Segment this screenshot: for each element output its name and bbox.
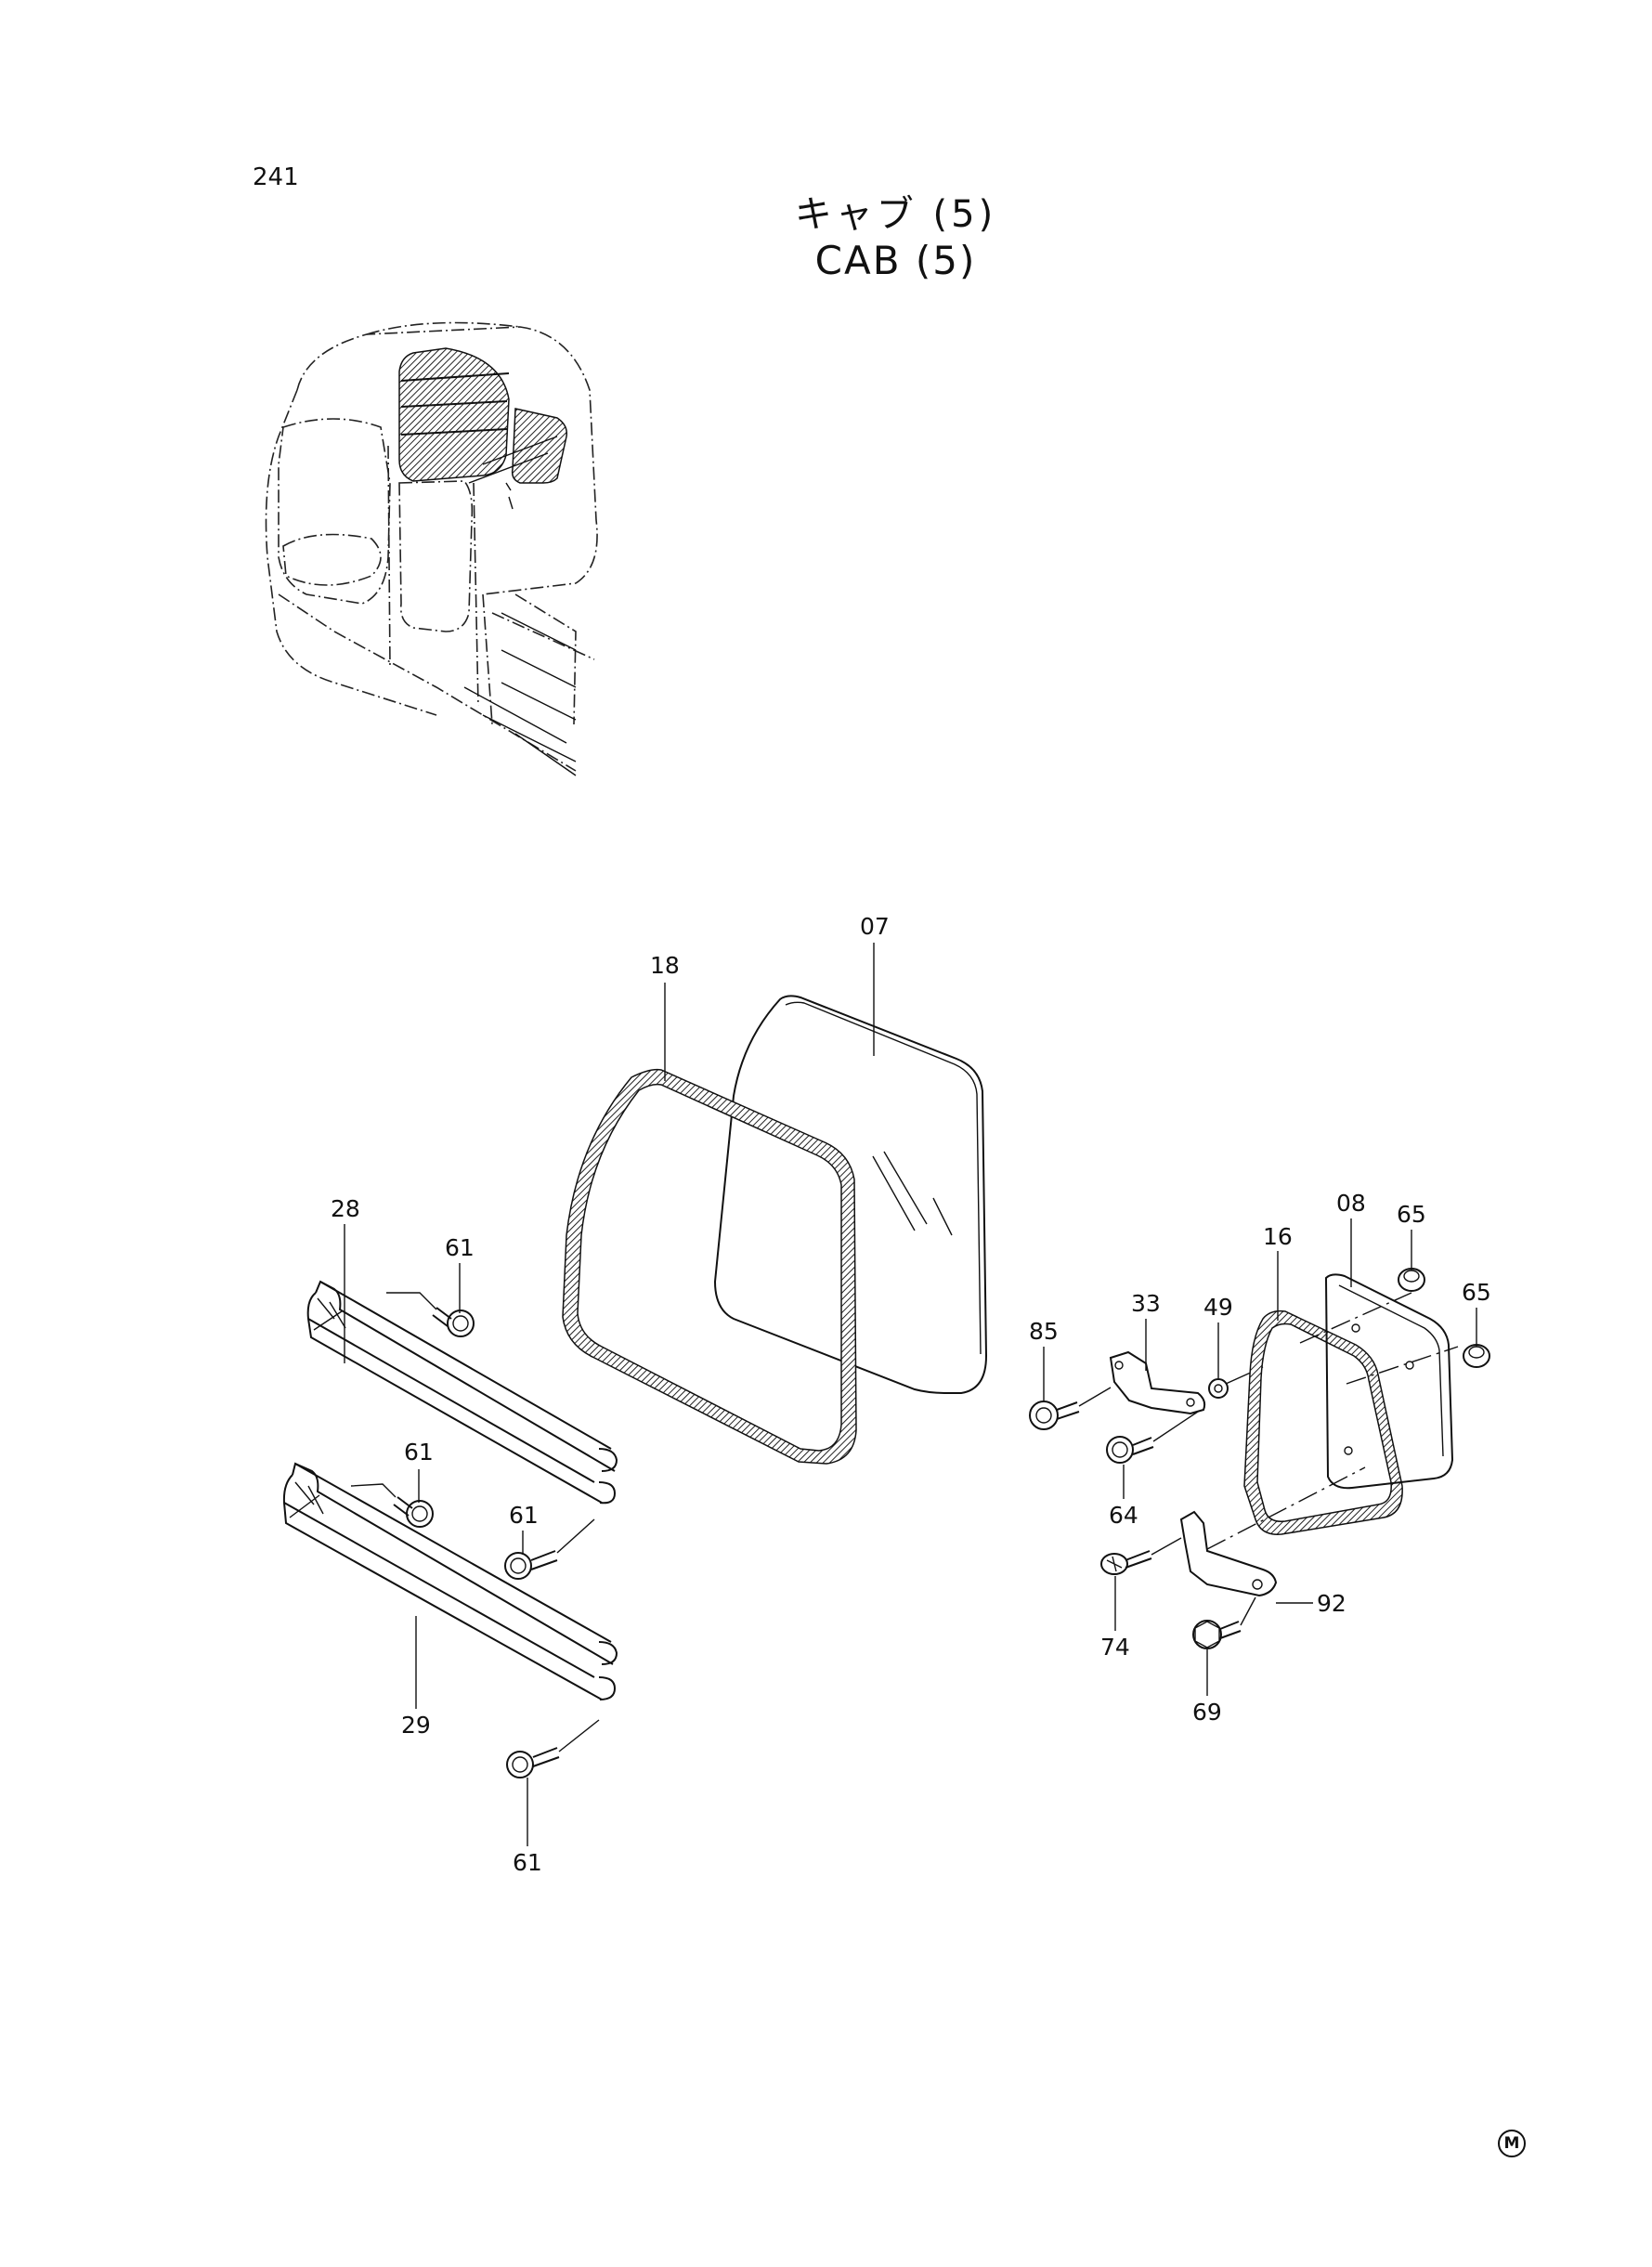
window-seal-18 xyxy=(562,1068,857,1465)
cab-overview-illustration xyxy=(265,321,598,776)
screw-61-middle xyxy=(350,1483,434,1528)
callout-29: 29 xyxy=(401,1712,431,1739)
bolt-85 xyxy=(1029,1387,1112,1430)
callout-49: 49 xyxy=(1203,1294,1233,1321)
title-japanese: キャブ (5) xyxy=(794,193,997,236)
callout-74: 74 xyxy=(1100,1634,1130,1661)
bracket-92 xyxy=(1179,1510,1278,1597)
mark-symbol: M xyxy=(1498,2130,1526,2157)
screw-61-lower xyxy=(506,1719,600,1778)
channel-rail-28 xyxy=(306,1280,618,1505)
callout-61-right: 61 xyxy=(509,1502,539,1529)
window-glass-08 xyxy=(1206,1273,1459,1550)
callout-33: 33 xyxy=(1131,1290,1161,1317)
screw-61-upper xyxy=(386,1292,475,1337)
leader-lines xyxy=(344,943,1477,1846)
title-english: CAB (5) xyxy=(814,238,977,283)
callout-64: 64 xyxy=(1109,1502,1138,1529)
bracket-33 xyxy=(1109,1350,1206,1415)
callout-07: 07 xyxy=(860,913,890,940)
callout-65-lower: 65 xyxy=(1462,1279,1491,1306)
page-number: 241 xyxy=(253,163,299,191)
bolt-69 xyxy=(1192,1596,1256,1649)
callout-18: 18 xyxy=(650,952,680,979)
nut-65-lower xyxy=(1463,1344,1490,1368)
channel-rail-29 xyxy=(282,1462,618,1700)
callout-61-lower: 61 xyxy=(513,1849,542,1876)
callout-labels: 07 18 28 61 61 61 61 29 85 33 49 16 08 6… xyxy=(331,913,1491,1876)
callout-65-upper: 65 xyxy=(1397,1201,1426,1228)
callout-16: 16 xyxy=(1263,1223,1293,1250)
callout-61-middle: 61 xyxy=(404,1439,434,1466)
nut-65-upper xyxy=(1398,1268,1425,1292)
screw-61-right xyxy=(504,1518,595,1580)
bolt-64 xyxy=(1106,1411,1199,1464)
callout-85: 85 xyxy=(1029,1318,1059,1345)
screw-74 xyxy=(1100,1537,1182,1575)
window-seal-16 xyxy=(1243,1309,1403,1535)
callout-28: 28 xyxy=(331,1195,360,1222)
callout-08: 08 xyxy=(1336,1190,1366,1217)
callout-69: 69 xyxy=(1192,1699,1222,1726)
callout-61-upper: 61 xyxy=(445,1234,475,1261)
window-glass-07 xyxy=(713,995,988,1394)
callout-92: 92 xyxy=(1317,1590,1346,1617)
